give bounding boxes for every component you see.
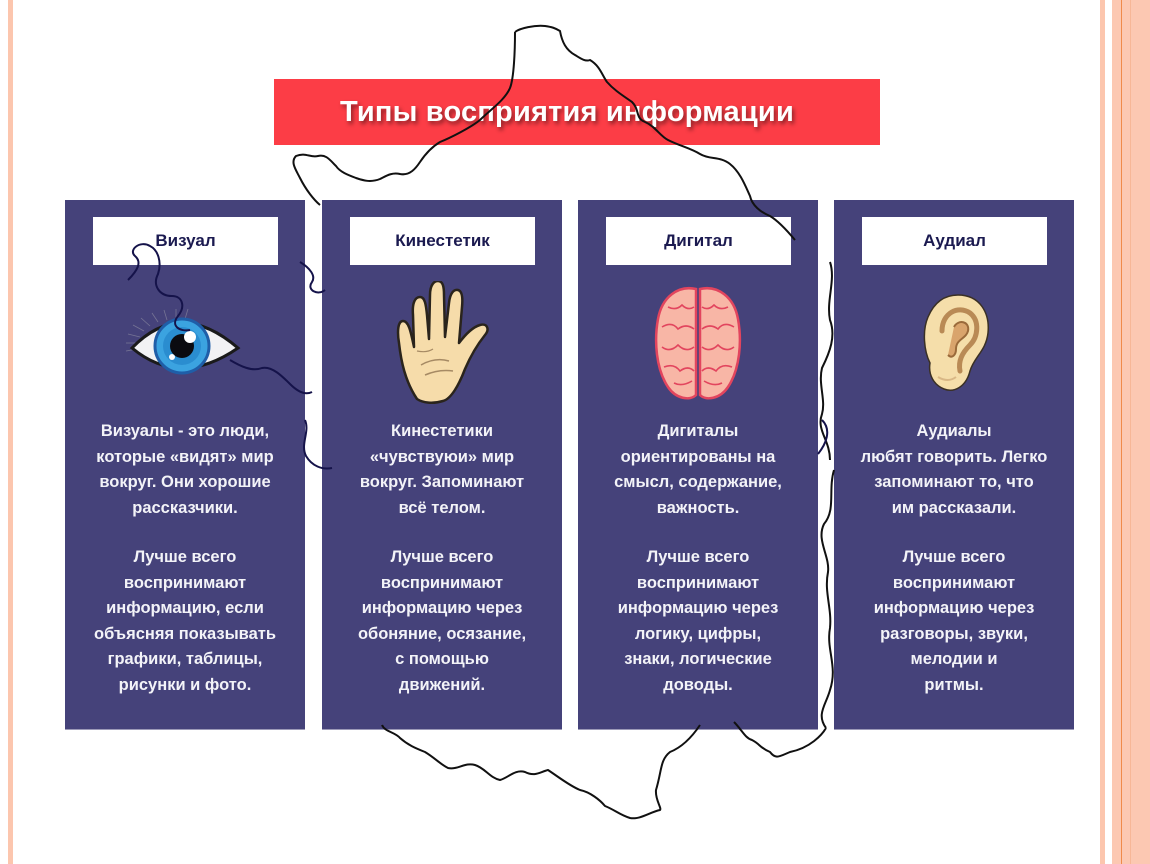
brain-icon (578, 278, 818, 408)
card-visual: Визуал Визуалы - это люди, которые «видя… (65, 200, 305, 729)
card-header: Визуал (93, 217, 278, 265)
card-header-label: Дигитал (664, 231, 733, 250)
card-description: Кинестетики «чувствуюи» мир вокруг. Запо… (357, 422, 527, 694)
right-decor-line (1130, 0, 1131, 864)
card-description: Дигиталы ориентированы на смысл, содержа… (614, 422, 782, 694)
card-digital: Дигитал Дигиталы ориентированы на смы (578, 200, 818, 729)
ear-icon (834, 278, 1074, 408)
card-header-label: Визуал (155, 231, 216, 250)
left-decor-stripe (8, 0, 13, 864)
card-header-label: Аудиал (923, 231, 986, 250)
right-decor-stripe (1100, 0, 1105, 864)
eye-icon (65, 278, 305, 408)
card-header: Кинестетик (350, 217, 535, 265)
card-auditory: Аудиал Аудиалы любят говорить. Легко зап… (834, 200, 1074, 729)
page-title: Типы восприятия информации (340, 95, 794, 128)
right-decor-line (1121, 0, 1122, 864)
title-banner: Типы восприятия информации (274, 79, 880, 145)
card-description: Аудиалы любят говорить. Легко запоминают… (860, 422, 1048, 694)
card-header: Дигитал (606, 217, 791, 265)
card-kinesthetic: Кинестетик Кинестетики «чувствуюи» мир в… (322, 200, 562, 729)
right-decor-band (1112, 0, 1150, 864)
card-description: Визуалы - это люди, которые «видят» мир … (94, 422, 276, 694)
card-header-label: Кинестетик (395, 231, 490, 250)
hand-icon (322, 278, 562, 408)
card-header: Аудиал (862, 217, 1047, 265)
